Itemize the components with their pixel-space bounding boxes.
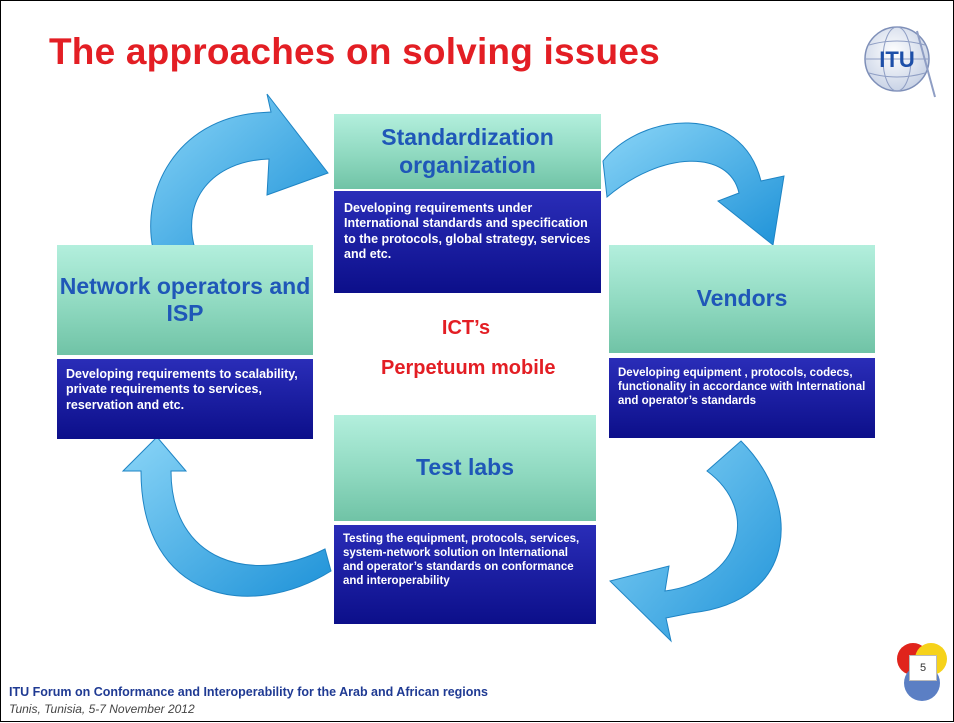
cycle-arrow-icon	[150, 93, 329, 250]
standardization-description: Developing requirements under Internatio…	[334, 191, 601, 293]
cycle-arrow-icon	[121, 436, 332, 597]
cycle-arrow-icon	[602, 122, 785, 246]
footer-place-date: Tunis, Tunisia, 5-7 November 2012	[9, 702, 195, 716]
vendors-heading-text: Vendors	[696, 285, 788, 312]
logo-text: ITU	[879, 47, 914, 72]
vendors-description-text: Developing equipment , protocols, codecs…	[618, 367, 866, 408]
center-label-line1: ICT’s	[441, 317, 491, 339]
network-operators-heading: Network operators and ISP	[57, 245, 313, 355]
standardization-heading: Standardization organization	[334, 114, 601, 189]
test-labs-heading-text: Test labs	[416, 454, 514, 481]
standardization-description-text: Developing requirements under Internatio…	[344, 201, 591, 261]
footer-event: ITU Forum on Conformance and Interoperab…	[9, 685, 488, 699]
test-labs-description: Testing the equipment, protocols, servic…	[334, 525, 596, 624]
network-operators-description: Developing requirements to scalability, …	[57, 359, 313, 439]
cycle-arrow-icon	[609, 440, 782, 643]
center-label-line2: Perpetuum mobile	[381, 357, 556, 379]
vendors-heading: Vendors	[609, 245, 875, 353]
vendors-description: Developing equipment , protocols, codecs…	[609, 358, 875, 438]
test-labs-description-text: Testing the equipment, protocols, servic…	[343, 533, 580, 588]
standardization-heading-text: Standardization organization	[381, 124, 554, 178]
network-operators-description-text: Developing requirements to scalability, …	[66, 367, 298, 412]
network-operators-heading-text: Network operators and ISP	[59, 272, 311, 326]
test-labs-heading: Test labs	[334, 415, 596, 521]
page-number: 5	[909, 655, 937, 681]
slide-title: The approaches on solving issues	[49, 31, 660, 72]
itu-logo-icon: ITU	[864, 26, 936, 98]
